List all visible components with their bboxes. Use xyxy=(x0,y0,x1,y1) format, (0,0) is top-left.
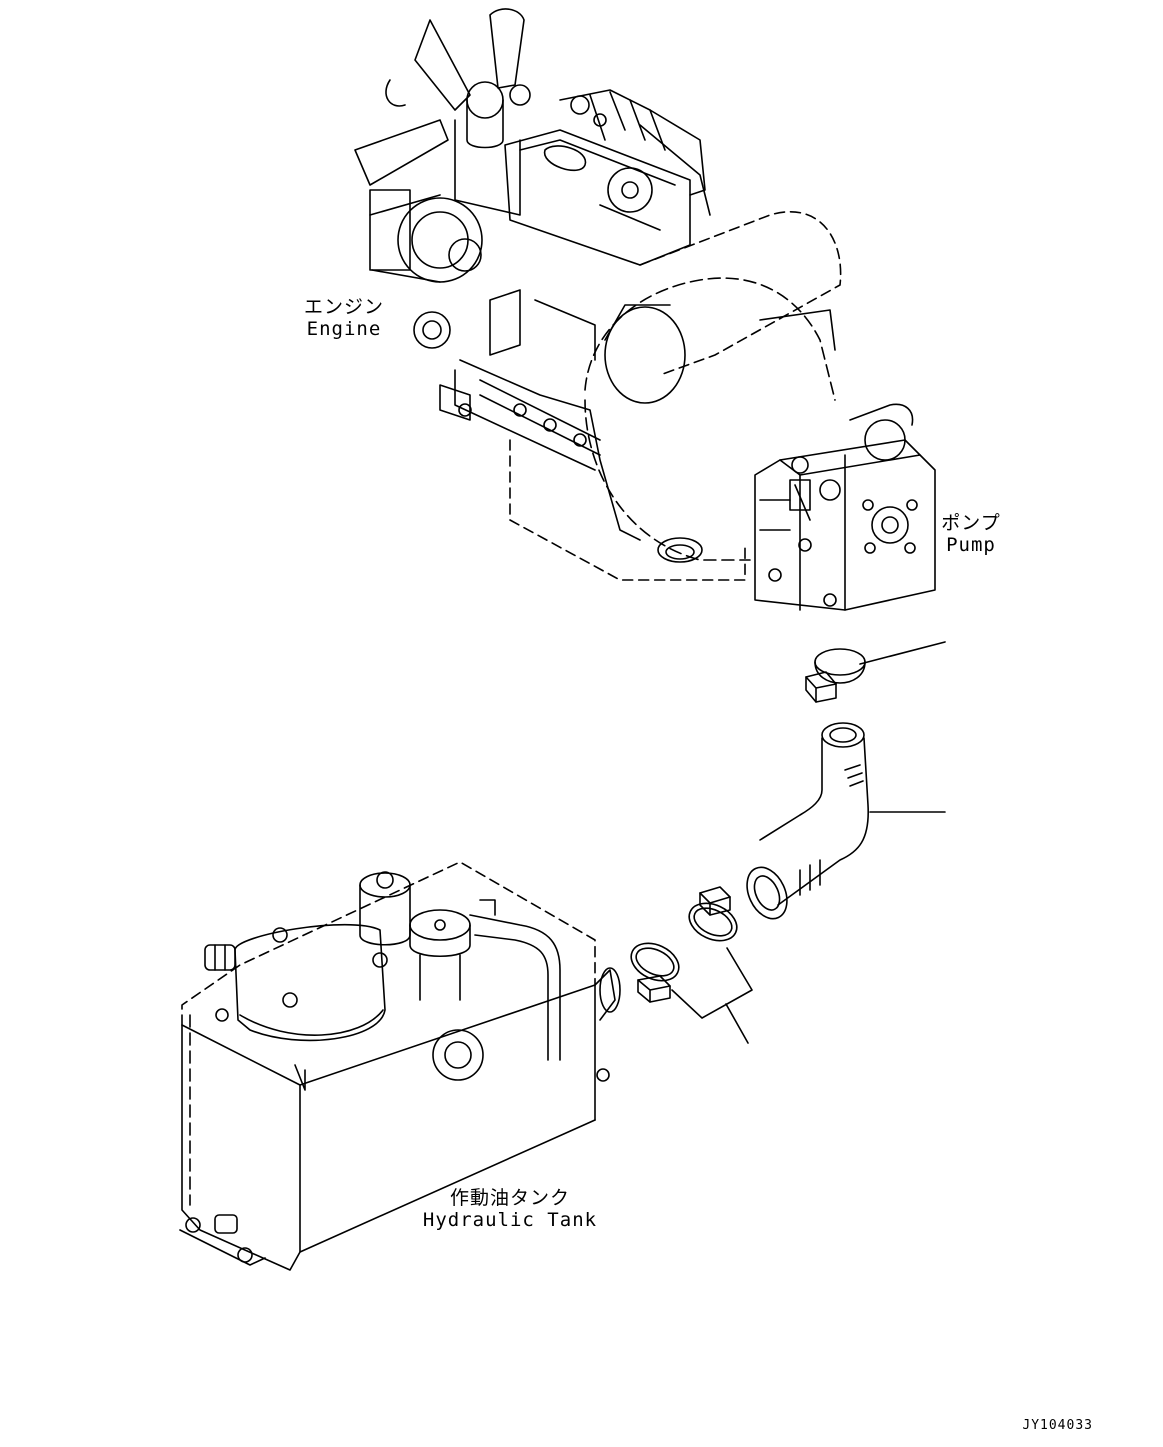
engine-label-jp: エンジン xyxy=(303,296,384,318)
pump-label-en: Pump xyxy=(946,534,996,556)
engine-label: エンジン Engine xyxy=(296,296,392,340)
pump-illustration xyxy=(755,404,935,610)
pump-label-jp: ポンプ xyxy=(941,512,1001,534)
leader-line-clamp xyxy=(860,642,945,664)
tank-label: 作動油タンク Hydraulic Tank xyxy=(410,1187,610,1231)
engine-illustration xyxy=(355,9,841,580)
drawing-code: JY104033 xyxy=(1022,1418,1093,1433)
hose-clamp-top xyxy=(806,649,865,702)
leader-line-clamps xyxy=(672,948,752,1043)
hose-clamps-pair xyxy=(625,887,743,1002)
hydraulic-tank-illustration xyxy=(180,862,620,1270)
hydraulic-hose xyxy=(739,723,868,925)
pump-label: ポンプ Pump xyxy=(935,512,1007,556)
tank-label-en: Hydraulic Tank xyxy=(422,1209,598,1231)
tank-label-jp: 作動油タンク xyxy=(449,1187,570,1209)
engine-label-en: Engine xyxy=(306,318,382,340)
